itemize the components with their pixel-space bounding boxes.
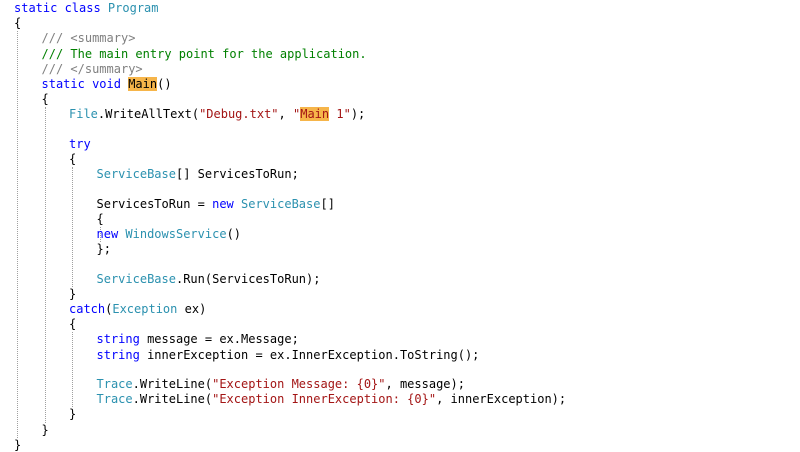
- code-line: /// </summary>: [42, 62, 143, 76]
- code-token: "Exception InnerException: {0}": [212, 392, 437, 407]
- code-line: ServiceBase.Run(ServicesToRun);: [97, 272, 321, 286]
- code-token: message = ex.Message;: [147, 332, 299, 347]
- code-token: ///: [41, 31, 71, 46]
- code-token: }: [69, 286, 77, 301]
- code-line: }: [14, 438, 21, 452]
- code-token: .WriteAllText(: [97, 107, 200, 122]
- code-token: (): [226, 227, 242, 241]
- code-token: []: [320, 196, 335, 211]
- code-line: static void Main(): [42, 77, 172, 91]
- code-token: );: [350, 107, 366, 122]
- code-token: new: [96, 227, 126, 241]
- code-token: .Run(ServicesToRun);: [175, 271, 321, 286]
- code-token: try: [69, 136, 91, 151]
- code-line: {: [69, 152, 76, 166]
- code-token: ,: [278, 107, 293, 122]
- code-line: ServicesToRun = new ServiceBase[]: [97, 197, 335, 211]
- code-token: Trace: [96, 377, 133, 391]
- code-line: /// <summary>: [42, 31, 136, 45]
- code-line: ServiceBase[] ServicesToRun;: [97, 167, 299, 181]
- code-token: }: [14, 437, 22, 452]
- code-token: ServicesToRun =: [96, 196, 213, 211]
- code-token: static void: [41, 77, 129, 91]
- code-line: Trace.WriteLine("Exception InnerExceptio…: [97, 392, 567, 406]
- code-token: {: [69, 317, 77, 332]
- code-line: static class Program: [14, 1, 159, 15]
- code-token: WindowsService: [125, 227, 227, 241]
- code-token: ServiceBase: [96, 167, 176, 182]
- indent-guide: [72, 332, 73, 408]
- code-token: <summary>: [70, 31, 136, 46]
- code-token: ": [293, 107, 301, 122]
- code-token: Trace: [96, 392, 133, 407]
- code-token: new: [212, 196, 241, 211]
- code-token: [] ServicesToRun;: [175, 167, 299, 182]
- code-token: {: [96, 211, 104, 226]
- code-line: {: [69, 317, 76, 331]
- code-token: ex): [177, 302, 207, 316]
- code-line: /// The main entry point for the applica…: [42, 47, 367, 61]
- code-line: string message = ex.Message;: [97, 332, 299, 346]
- code-token: static class: [14, 1, 108, 15]
- indent-guide: [72, 167, 73, 287]
- code-line: };: [97, 242, 111, 256]
- code-line: {: [97, 212, 104, 226]
- code-line: {: [14, 16, 21, 30]
- code-line: File.WriteAllText("Debug.txt", "Main 1")…: [69, 107, 366, 122]
- code-token: {: [41, 92, 49, 107]
- code-line: new WindowsService(): [97, 227, 242, 241]
- code-token: string: [96, 332, 148, 347]
- code-line: try: [69, 137, 91, 151]
- code-token: .WriteLine(: [132, 377, 213, 391]
- highlighted-symbol: Main: [128, 77, 158, 91]
- code-token: "Exception Message: {0}": [212, 377, 386, 391]
- code-token: catch: [69, 302, 106, 316]
- code-token: "Debug.txt": [199, 107, 279, 122]
- highlighted-symbol: Main: [300, 107, 330, 122]
- code-line: }: [69, 287, 76, 301]
- code-token: }: [69, 407, 77, 422]
- indent-guide: [99, 227, 101, 243]
- code-line: }: [42, 423, 49, 437]
- indent-guide: [17, 31, 18, 438]
- code-token: , message);: [385, 377, 465, 391]
- code-line: catch(Exception ex): [69, 302, 206, 316]
- code-token: };: [96, 242, 111, 257]
- code-token: ServiceBase: [241, 196, 321, 211]
- code-token: File: [69, 107, 98, 122]
- code-token: {: [14, 16, 22, 31]
- code-line: }: [69, 407, 76, 421]
- code-token: </summary>: [70, 61, 143, 76]
- indent-guide: [44, 107, 46, 423]
- code-token: {: [69, 152, 77, 166]
- code-token: 1": [329, 107, 351, 122]
- code-token: ///: [41, 61, 71, 76]
- code-token: (: [105, 302, 113, 316]
- code-token: /// The main entry point for the applica…: [41, 46, 367, 61]
- code-line: Trace.WriteLine("Exception Message: {0}"…: [97, 377, 465, 391]
- code-token: Exception: [112, 302, 178, 316]
- code-token: , innerException);: [436, 392, 567, 407]
- code-token: (): [157, 77, 172, 91]
- code-token: }: [41, 422, 49, 437]
- code-token: Program: [107, 1, 159, 15]
- code-token: string: [96, 347, 148, 362]
- code-token: innerException = ex.InnerException.ToStr…: [147, 347, 480, 362]
- code-token: .WriteLine(: [132, 392, 213, 407]
- code-line: string innerException = ex.InnerExceptio…: [97, 348, 480, 362]
- code-line: {: [42, 92, 49, 106]
- code-token: ServiceBase: [96, 271, 176, 286]
